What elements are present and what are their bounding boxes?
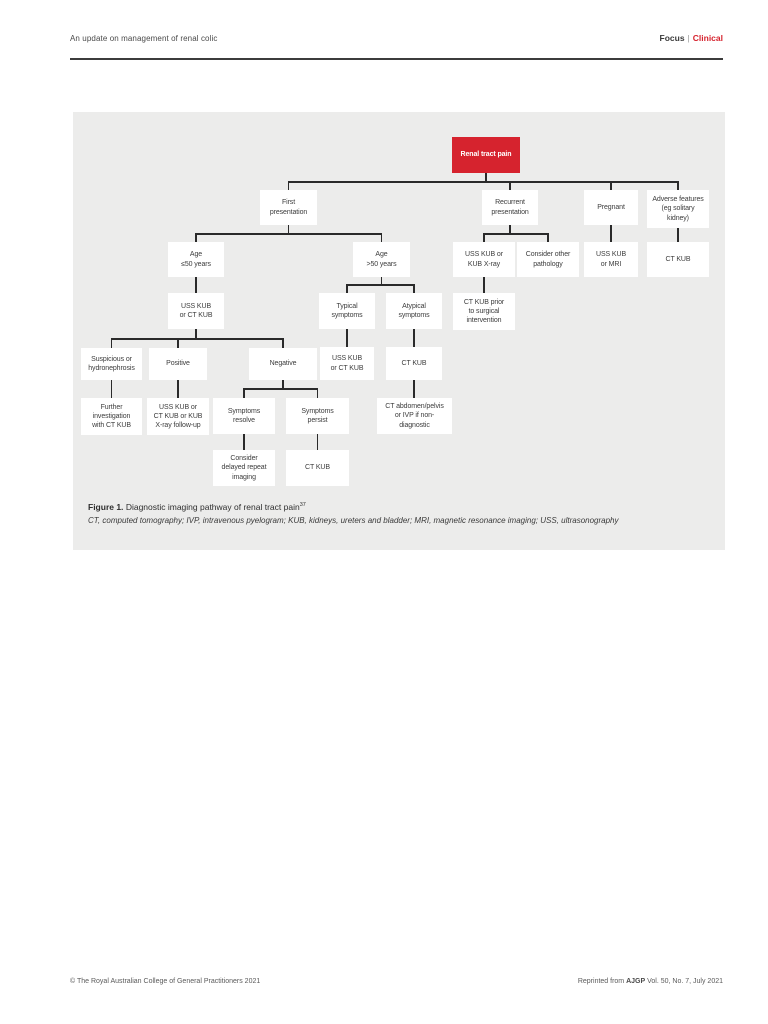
flow-node-pregnant: Pregnant — [584, 190, 638, 225]
flow-node-adverse-features: Adverse features (eg solitary kidney) — [647, 190, 709, 228]
flow-node-uss-kub-or-ct-kub-typical: USS KUB or CT KUB — [320, 347, 374, 380]
page-footer: © The Royal Australian College of Genera… — [70, 978, 723, 985]
flow-node-consider-delayed-imaging: Consider delayed repeat imaging — [213, 450, 275, 486]
connector-line — [195, 233, 197, 242]
flow-node-uss-ct-kub-xray-follow-up: USS KUB or CT KUB or KUB X-ray follow-up — [147, 398, 209, 435]
connector-line — [677, 228, 679, 242]
journal-abbreviation: AJGP — [626, 978, 646, 985]
figure-abbreviations: CT, computed tomography; IVP, intravenou… — [88, 516, 619, 525]
flow-node-first-presentation: First presentation — [260, 190, 317, 225]
figure-title: Diagnostic imaging pathway of renal trac… — [125, 502, 300, 512]
connector-line — [346, 329, 348, 347]
section-focus: Focus — [659, 33, 685, 43]
section-separator: | — [687, 33, 690, 43]
connector-line — [346, 284, 348, 293]
reprint-prefix: Reprinted from — [577, 978, 625, 985]
connector-line — [346, 284, 415, 286]
connector-line — [380, 277, 383, 284]
connector-line — [483, 233, 485, 242]
connector-line — [243, 388, 245, 398]
connector-line — [195, 277, 197, 293]
connector-line — [110, 380, 113, 398]
connector-line — [610, 225, 612, 242]
flow-node-age-under-50: Age ≤50 years — [168, 242, 224, 277]
connector-line — [177, 380, 179, 398]
connector-line — [287, 181, 679, 183]
figure-caption-line: Figure 1. Diagnostic imaging pathway of … — [88, 502, 710, 512]
flow-node-uss-kub-or-kub-xray: USS KUB or KUB X-ray — [453, 242, 515, 277]
figure-reference: 37 — [299, 502, 306, 509]
connector-line — [509, 181, 511, 190]
flow-node-ct-kub-persist: CT KUB — [286, 450, 349, 486]
header-rule — [70, 58, 723, 60]
section-clinical: Clinical — [692, 33, 723, 43]
reprint-suffix: Vol. 50, No. 7, July 2021 — [647, 978, 723, 985]
running-head: An update on management of renal colic — [70, 34, 218, 43]
flow-node-further-investigation-ct-kub: Further investigation with CT KUB — [81, 398, 142, 435]
connector-line — [243, 388, 319, 390]
section-label: Focus|Clinical — [660, 33, 723, 43]
connector-line — [677, 181, 679, 190]
connector-line — [287, 181, 290, 190]
connector-line — [483, 277, 485, 293]
connector-line — [282, 338, 284, 348]
flow-node-suspicious-or-hydronephrosis: Suspicious or hydronephrosis — [81, 348, 142, 380]
flow-node-atypical-symptoms: Atypical symptoms — [386, 293, 442, 329]
flow-node-negative: Negative — [249, 348, 317, 380]
flow-node-positive: Positive — [149, 348, 207, 380]
connector-line — [316, 388, 319, 398]
flow-node-ct-kub-adverse: CT KUB — [647, 242, 709, 277]
connector-line — [380, 233, 383, 242]
connector-line — [177, 338, 179, 348]
connector-line — [547, 233, 549, 242]
flow-node-symptoms-persist: Symptoms persist — [286, 398, 349, 434]
connector-line — [287, 225, 290, 233]
flow-node-ct-abdomen-pelvis-ivp: CT abdomen/pelvis or IVP if non- diagnos… — [377, 398, 452, 434]
flow-node-ct-kub-atypical: CT KUB — [386, 347, 442, 380]
figure-caption: Figure 1. Diagnostic imaging pathway of … — [88, 502, 710, 525]
flow-node-recurrent-presentation: Recurrent presentation — [482, 190, 538, 225]
connector-line — [195, 233, 383, 235]
copyright-notice: © The Royal Australian College of Genera… — [70, 978, 261, 985]
connector-line — [610, 181, 612, 190]
connector-line — [282, 380, 284, 388]
connector-line — [413, 329, 415, 347]
flow-node-typical-symptoms: Typical symptoms — [319, 293, 375, 329]
reprint-note: Reprinted from AJGP Vol. 50, No. 7, July… — [578, 978, 723, 985]
flow-node-age-over-50: Age >50 years — [353, 242, 410, 277]
connector-line — [509, 225, 511, 233]
connector-line — [413, 284, 415, 293]
connector-line — [413, 380, 415, 398]
connector-line — [110, 338, 284, 340]
flow-node-ct-kub-pre-surgical: CT KUB prior to surgical intervention — [453, 293, 515, 330]
connector-line — [316, 434, 319, 450]
connector-line — [483, 233, 549, 235]
flow-node-symptoms-resolve: Symptoms resolve — [213, 398, 275, 434]
connector-line — [485, 173, 487, 181]
flow-node-uss-kub-or-ct-kub: USS KUB or CT KUB — [168, 293, 224, 329]
connector-line — [243, 434, 245, 450]
page-header: An update on management of renal colic F… — [70, 33, 723, 43]
figure-label: Figure 1. — [88, 502, 124, 512]
flow-node-uss-kub-or-mri: USS KUB or MRI — [584, 242, 638, 277]
connector-line — [195, 329, 197, 338]
flow-node-consider-other-pathology: Consider other pathology — [517, 242, 579, 277]
flow-node-renal-tract-pain: Renal tract pain — [452, 137, 520, 173]
connector-line — [110, 338, 113, 348]
